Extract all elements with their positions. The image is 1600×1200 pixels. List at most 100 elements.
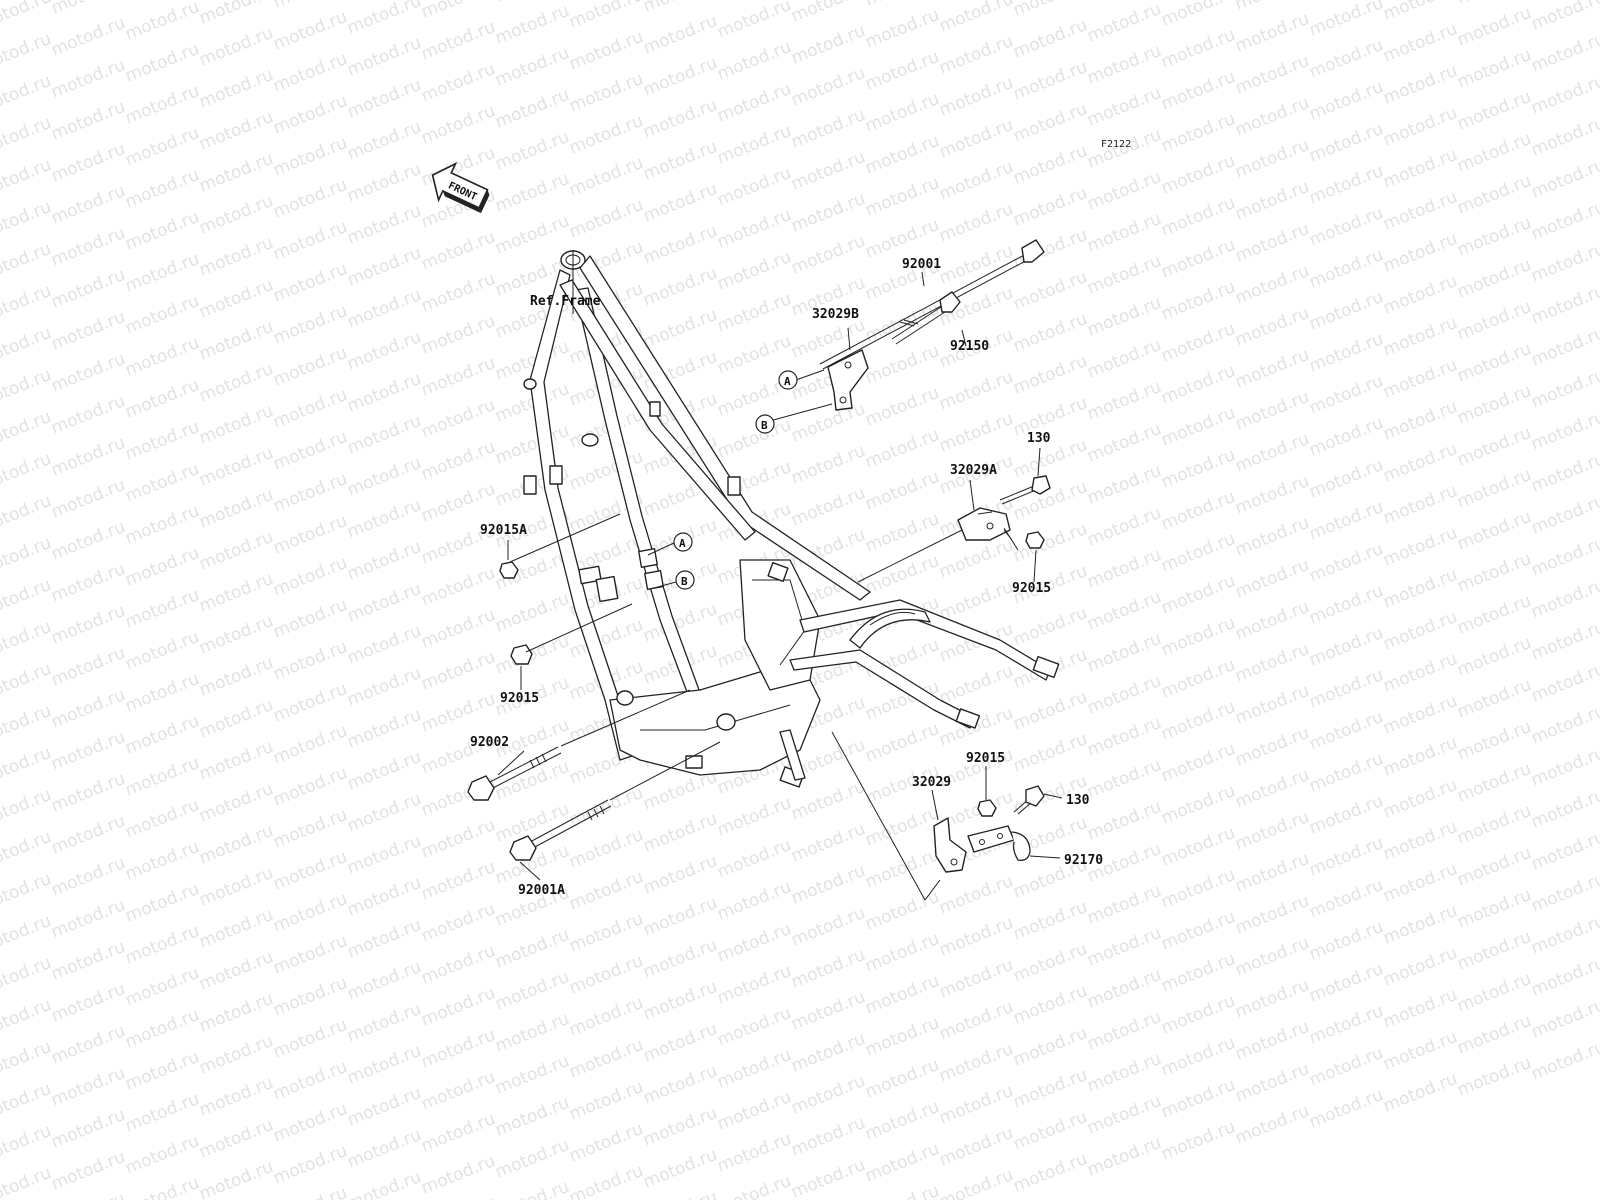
watermark-text: motod.ru bbox=[196, 107, 276, 155]
watermark-text: motod.ru bbox=[48, 181, 128, 229]
marker-a-frame: A bbox=[673, 532, 693, 552]
watermark-text: motod.ru bbox=[492, 85, 572, 133]
watermark-text: motod.ru bbox=[1380, 397, 1460, 445]
watermark-text: motod.ru bbox=[788, 21, 868, 69]
watermark-text: motod.ru bbox=[1528, 1037, 1600, 1085]
watermark-text: motod.ru bbox=[418, 1025, 498, 1073]
watermark-text: motod.ru bbox=[1528, 407, 1600, 455]
callout-32029A[interactable]: 32029A bbox=[950, 463, 997, 478]
callout-130-bottom[interactable]: 130 bbox=[1066, 793, 1090, 808]
clamp-92170[interactable] bbox=[967, 825, 1031, 861]
watermark-text: motod.ru bbox=[48, 265, 128, 313]
watermark-text: motod.ru bbox=[566, 909, 646, 957]
watermark-text: motod.ru bbox=[1528, 71, 1600, 119]
watermark-text: motod.ru bbox=[1528, 575, 1600, 623]
watermark-text: motod.ru bbox=[0, 743, 54, 791]
watermark-text: motod.ru bbox=[344, 915, 424, 963]
watermark-text: motod.ru bbox=[1158, 67, 1238, 115]
watermark-text: motod.ru bbox=[1084, 41, 1164, 89]
watermark-text: motod.ru bbox=[122, 1047, 202, 1095]
watermark-text: motod.ru bbox=[1528, 827, 1600, 875]
watermark-text: motod.ru bbox=[1084, 545, 1164, 593]
watermark-text: motod.ru bbox=[862, 1139, 942, 1187]
bolt-92001A[interactable] bbox=[509, 799, 612, 861]
watermark-text: motod.ru bbox=[1454, 381, 1534, 429]
watermark-text: motod.ru bbox=[788, 441, 868, 489]
watermark-text: motod.ru bbox=[344, 537, 424, 585]
watermark-text: motod.ru bbox=[48, 475, 128, 523]
watermark-text: motod.ru bbox=[640, 851, 720, 899]
watermark-text: motod.ru bbox=[196, 779, 276, 827]
callout-92015-bottom[interactable]: 92015 bbox=[966, 751, 1005, 766]
watermark-text: motod.ru bbox=[1158, 571, 1238, 619]
callout-92170[interactable]: 92170 bbox=[1064, 853, 1103, 868]
nut-92015-right[interactable] bbox=[1025, 531, 1045, 549]
bracket-32029[interactable] bbox=[933, 817, 967, 873]
bolt-92001[interactable] bbox=[891, 291, 961, 345]
watermark-text: motod.ru bbox=[1232, 597, 1312, 645]
watermark-text: motod.ru bbox=[196, 821, 276, 869]
watermark-text: motod.ru bbox=[1158, 235, 1238, 283]
watermark-text: motod.ru bbox=[640, 11, 720, 59]
watermark-text: motod.ru bbox=[344, 957, 424, 1005]
watermark-text: motod.ru bbox=[0, 995, 54, 1043]
watermark-text: motod.ru bbox=[714, 331, 794, 379]
bolt-92150[interactable] bbox=[819, 239, 1045, 370]
callout-92150[interactable]: 92150 bbox=[950, 339, 989, 354]
watermark-text: motod.ru bbox=[1454, 1011, 1534, 1059]
callout-92001A[interactable]: 92001A bbox=[518, 883, 565, 898]
callout-92002[interactable]: 92002 bbox=[470, 735, 509, 750]
watermark-text: motod.ru bbox=[1306, 917, 1386, 965]
watermark-text: motod.ru bbox=[0, 407, 54, 455]
callout-92015A[interactable]: 92015A bbox=[480, 523, 527, 538]
nut-92015-left[interactable] bbox=[510, 644, 533, 665]
watermark-text: motod.ru bbox=[0, 701, 54, 749]
watermark-text: motod.ru bbox=[122, 1005, 202, 1053]
watermark-text: motod.ru bbox=[122, 0, 202, 45]
watermark-text: motod.ru bbox=[1158, 613, 1238, 661]
nut-92015-bottom[interactable] bbox=[977, 799, 997, 817]
callout-32029[interactable]: 32029 bbox=[912, 775, 951, 790]
callout-130-top[interactable]: 130 bbox=[1027, 431, 1051, 446]
watermark-text: motod.ru bbox=[1010, 939, 1090, 987]
watermark-text: motod.ru bbox=[788, 861, 868, 909]
watermark-text: motod.ru bbox=[270, 1099, 350, 1147]
watermark-text: motod.ru bbox=[1084, 755, 1164, 803]
bolt-92002[interactable] bbox=[467, 746, 562, 801]
watermark-text: motod.ru bbox=[1454, 1053, 1534, 1101]
watermark-text: motod.ru bbox=[0, 1121, 54, 1169]
watermark-text: motod.ru bbox=[492, 43, 572, 91]
bracket-32029A[interactable] bbox=[957, 507, 1011, 541]
watermark-text: motod.ru bbox=[1084, 503, 1164, 551]
watermark-text: motod.ru bbox=[1232, 1101, 1312, 1149]
watermark-text: motod.ru bbox=[1528, 0, 1600, 35]
watermark-text: motod.ru bbox=[270, 91, 350, 139]
watermark-text: motod.ru bbox=[1084, 1091, 1164, 1139]
watermark-text: motod.ru bbox=[862, 89, 942, 137]
bolt-130-bottom[interactable] bbox=[1013, 785, 1045, 815]
watermark-text: motod.ru bbox=[1454, 129, 1534, 177]
watermark-text: motod.ru bbox=[1528, 659, 1600, 707]
watermark-text: motod.ru bbox=[270, 931, 350, 979]
callout-92015-right[interactable]: 92015 bbox=[1012, 581, 1051, 596]
watermark-text: motod.ru bbox=[1158, 109, 1238, 157]
watermark-text: motod.ru bbox=[196, 569, 276, 617]
watermark-text: motod.ru bbox=[1380, 565, 1460, 613]
watermark-text: motod.ru bbox=[862, 47, 942, 95]
bracket-32029B[interactable] bbox=[827, 349, 869, 411]
watermark-text: motod.ru bbox=[122, 543, 202, 591]
watermark-text: motod.ru bbox=[1158, 781, 1238, 829]
watermark-text: motod.ru bbox=[344, 369, 424, 417]
watermark-text: motod.ru bbox=[936, 115, 1016, 163]
watermark-text: motod.ru bbox=[1158, 865, 1238, 913]
watermark-text: motod.ru bbox=[48, 685, 128, 733]
nut-92015A[interactable] bbox=[499, 561, 519, 579]
bolt-130-top[interactable] bbox=[999, 475, 1051, 505]
watermark-text: motod.ru bbox=[862, 467, 942, 515]
watermark-text: motod.ru bbox=[714, 1087, 794, 1135]
callout-92015-left[interactable]: 92015 bbox=[500, 691, 539, 706]
callout-32029B[interactable]: 32029B bbox=[812, 307, 859, 322]
watermark-text: motod.ru bbox=[862, 1097, 942, 1145]
callout-92001[interactable]: 92001 bbox=[902, 257, 941, 272]
watermark-text: motod.ru bbox=[714, 79, 794, 127]
